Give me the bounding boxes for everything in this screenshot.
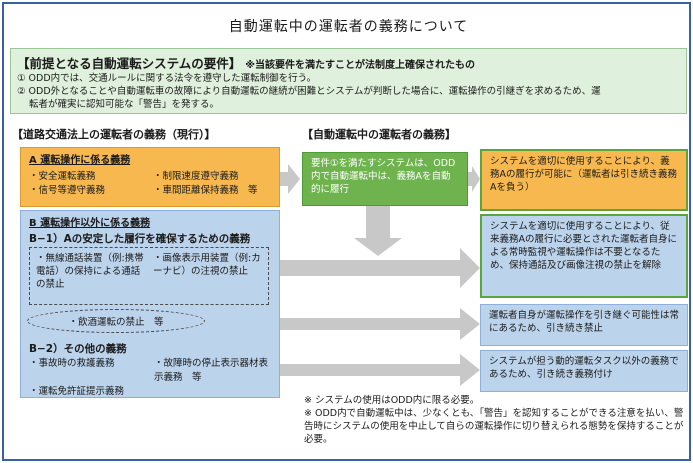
section-b1-dashed-box: ・無線通話装置（例:携帯電話）の保持による通話の禁止 ・画像表示用装置（例:カー… (29, 247, 269, 305)
middle-system-box: 要件①を満たすシステムは、ODD内で自動運転中は、義務Aを自動的に履行 (302, 152, 468, 206)
section-b2-item (154, 385, 273, 399)
premise-item-2b: 転者が確実に認知可能な「警告」を発する。 (29, 99, 220, 110)
section-a-box: A 運転操作に係る義務 ・安全運転義務 ・制限速度遵守義務 ・信号等遵守義務 ・… (20, 147, 280, 207)
premise-note: ※当該要件を満たすことが法制度上確保されたもの (245, 60, 475, 71)
section-b2-item: ・事故時の救護義務 (29, 358, 115, 369)
right-box-2: システムを適切に使用することにより、従来義務Aの履行に必要とされた運転者自身によ… (480, 214, 688, 298)
arrows-layer (190, 164, 480, 386)
arrow-a-to-middle (280, 164, 300, 194)
section-b2-items: ・事故時の救護義務 ・故障時の停止表示器材表示義務 等 ・運転免許証提示義務 (29, 357, 273, 399)
premise-item-1: ① ODD内では、交通ルールに関する法令を遵守した運転制御を行う。 (17, 73, 317, 84)
section-a-title: A 運転操作に係る義務 (29, 155, 131, 166)
section-b2-item: ・運転免許証提示義務 (29, 386, 125, 397)
premise-heading: 【前提となる自動運転システムの要件】※当該要件を満たすことが法制度上確保されたも… (17, 53, 680, 72)
arrow-b1-to-r2 (280, 248, 480, 288)
footnote-1: ※ システムの使用はODD内に限る必要。 (304, 395, 480, 406)
premise-heading-text: 【前提となる自動運転システムの要件】 (17, 56, 242, 71)
right-box-4: システムが担う動的運転タスク以外の義務であるため、引き続き義務付け (480, 350, 688, 392)
section-a-item: ・制限速度遵守義務 (153, 171, 239, 182)
section-b1-oval: ・飲酒運転の禁止 等 (27, 309, 205, 333)
right-box-3: 運転者自身が運転操作を引き継ぐ可能性は常にあるため、引き続き禁止 (480, 304, 688, 346)
premise-box: 【前提となる自動運転システムの要件】※当該要件を満たすことが法制度上確保されたも… (10, 48, 687, 114)
footnote-2: ※ ODD内で自動運転中は、少なくとも、「警告」を認知することができる注意を払い… (304, 408, 684, 445)
section-b1-item-phone: ・無線通話装置（例:携帯電話）の保持による通話の禁止 (36, 253, 144, 290)
right-box-1: システムを適切に使用することにより、義務Aの履行が可能に（運転者は引き続き義務A… (480, 149, 688, 211)
section-a-item: ・信号等遵守義務 (29, 185, 106, 196)
arrow-middle-down (354, 206, 402, 256)
section-b-title: B 運転操作以外に係る義務 (29, 218, 151, 229)
arrow-middle-to-r1 (468, 166, 480, 192)
arrow-b2-to-r4 (280, 354, 480, 386)
left-column-title: 【道路交通法上の運転者の義務（現行）】 (12, 128, 216, 141)
right-column-title: 【自動運転中の運転者の義務】 (302, 128, 456, 141)
section-b2-item: ・故障時の停止表示器材表示義務 等 (154, 358, 269, 383)
section-a-items: ・安全運転義務 ・制限速度遵守義務 ・信号等遵守義務 ・車間距離保持義務 等 (29, 170, 271, 198)
section-b2-title: B−2）その他の義務 (29, 343, 127, 355)
page-title: 自動運転中の運転者の義務について (228, 19, 469, 35)
arrow-oval-to-r3 (190, 308, 480, 340)
section-b-box: B 運転操作以外に係る義務 B−1）Aの安定した履行を確保するための義務 ・無線… (20, 210, 280, 398)
footnotes: ※ システムの使用はODD内に限る必要。 ※ ODD内で自動運転中は、少なくとも… (304, 394, 688, 446)
section-b1-title: B−1）Aの安定した履行を確保するための義務 (29, 233, 251, 245)
section-b1-item-display: ・画像表示用装置（例:カーナビ）の注視の禁止 (153, 253, 261, 277)
section-a-item: ・車間距離保持義務 等 (153, 185, 258, 196)
section-a-item: ・安全運転義務 (29, 171, 96, 182)
premise-item-2a: ② ODD外となることや自動運転車の故障により自動運転の継続が困難とシステムが判… (17, 86, 601, 97)
